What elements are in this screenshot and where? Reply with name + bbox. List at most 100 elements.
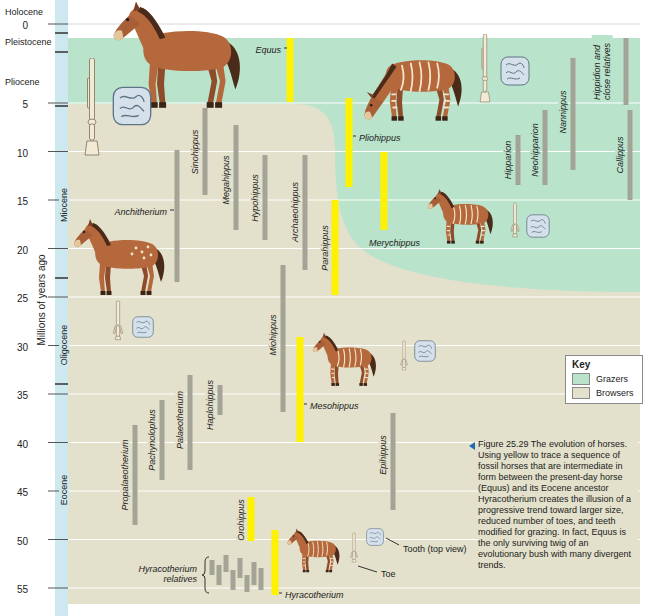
genus-range-bar <box>248 497 255 541</box>
leg-and-tooth-icon <box>511 203 519 237</box>
leg-and-tooth-icon <box>415 341 436 362</box>
leg-and-tooth-icon <box>367 529 384 546</box>
epoch-boundary <box>55 33 68 384</box>
genus-range-bar <box>391 413 396 510</box>
genus-range-bar <box>231 570 236 590</box>
callout-label: Toe <box>380 569 397 579</box>
epoch-name: Miocene <box>59 187 69 223</box>
label-slot: 45 <box>16 482 29 500</box>
genus-range-bar <box>272 530 279 595</box>
legend-swatch <box>572 373 590 385</box>
label-slot: 50 <box>16 531 29 549</box>
epoch-name: Pleistocene <box>4 37 53 47</box>
label-slot: Anchitherium <box>113 201 168 219</box>
epoch-name: Eocene <box>59 474 69 507</box>
genus-range-bar <box>160 400 165 480</box>
label-slot: Neohipparion <box>524 122 542 178</box>
legend-text: Browsers <box>595 388 635 398</box>
genus-name: Hyracotherium <box>284 590 345 600</box>
label-slot: Millions of years ago <box>31 253 49 346</box>
label-slot: Pliohippus <box>358 127 402 145</box>
label-slot: Miocene <box>53 187 71 223</box>
horse-figure <box>428 189 493 244</box>
epoch-boundary <box>55 277 68 279</box>
genus-range-bar <box>624 38 629 105</box>
label-slot: Pleistocene <box>4 31 53 49</box>
legend-row: Grazers <box>572 373 636 385</box>
caption-slot: Figure 25.29 The evolution of horses. Us… <box>478 439 638 571</box>
axis-tick <box>48 151 68 152</box>
genus-name: Hyracotherium relatives <box>134 564 198 585</box>
leg-and-tooth-icon <box>113 87 150 124</box>
axis-tick <box>48 24 68 25</box>
genus-range-bar <box>224 555 229 572</box>
tick-number: 35 <box>16 390 29 402</box>
genus-range-bar <box>303 155 308 270</box>
label-slot: Nannippus <box>552 89 570 134</box>
horse-figure <box>303 542 333 566</box>
horse-figure <box>288 529 340 573</box>
genus-name: Hypohippus <box>250 173 260 223</box>
label-slot: Archaeohippus <box>284 181 302 243</box>
grid-line <box>68 394 640 395</box>
genus-name: Neohipparion <box>530 122 540 178</box>
tick-number: 10 <box>16 148 29 160</box>
label-slot: Palaeotherium <box>169 390 187 450</box>
tick-number: 25 <box>16 293 29 305</box>
genus-range-bar <box>516 135 521 185</box>
label-slot: 25 <box>16 288 29 306</box>
label-slot: Propalaeotherium <box>114 438 132 511</box>
genus-name: Sinohippus <box>190 129 200 176</box>
genus-range-bar <box>571 58 576 170</box>
browser-region <box>68 38 640 604</box>
genus-range-bar <box>346 98 353 187</box>
genus-name: Mesohippus <box>309 401 360 411</box>
label-slot: 55 <box>16 579 29 597</box>
genus-name: Epihippus <box>378 434 388 476</box>
genus-name: Merychippus <box>368 238 421 248</box>
label-slot: 20 <box>16 240 29 258</box>
leg-and-tooth-icon <box>113 301 122 340</box>
tick-number: 20 <box>16 245 29 257</box>
axis-tick <box>48 297 68 298</box>
genus-name: Megahippus <box>221 154 231 205</box>
label-slot: Merychippus <box>368 232 421 250</box>
horse-figure <box>313 333 376 386</box>
legend-text: Grazers <box>595 374 629 384</box>
tick-number: 5 <box>21 99 29 111</box>
axis-tick <box>48 248 68 249</box>
label-slot: 40 <box>16 434 29 452</box>
label-slot: Haplohippus <box>199 379 217 431</box>
genus-name: Haplohippus <box>205 379 215 431</box>
horse-figure <box>447 205 484 235</box>
leader-line <box>284 48 287 49</box>
label-slot: 15 <box>16 191 29 209</box>
label-slot: Callippus <box>609 135 627 174</box>
genus-name: Hipparion <box>503 140 513 181</box>
genus-range-bar <box>133 425 138 525</box>
label-slot: 10 <box>16 143 29 161</box>
horse-figure <box>392 62 449 107</box>
leg-and-tooth-icon <box>351 533 358 562</box>
label-slot: Equus <box>254 39 282 57</box>
epoch-boundary <box>55 105 68 107</box>
tick-number: 50 <box>16 536 29 548</box>
genus-name: Equus <box>254 45 282 55</box>
label-slot: Tooth (top view) <box>402 538 468 556</box>
grid-line <box>68 297 640 298</box>
label-slot: Pliocene <box>4 71 41 89</box>
epoch-strip <box>55 0 68 616</box>
leader-line <box>304 404 307 405</box>
label-slot: Sinohippus <box>184 129 202 176</box>
epoch-name: Holocene <box>4 7 44 17</box>
legend-swatch <box>572 387 590 399</box>
genus-range-bar <box>188 375 193 470</box>
label-slot: 30 <box>16 337 29 355</box>
genus-name: Pliohippus <box>358 133 402 143</box>
genus-range-bar <box>217 565 222 585</box>
caption-arrow <box>469 442 475 450</box>
genus-range-bar <box>543 110 548 185</box>
genus-name: Anchitherium <box>113 207 168 217</box>
tick-number: 40 <box>16 439 29 451</box>
leader-line <box>358 566 377 572</box>
